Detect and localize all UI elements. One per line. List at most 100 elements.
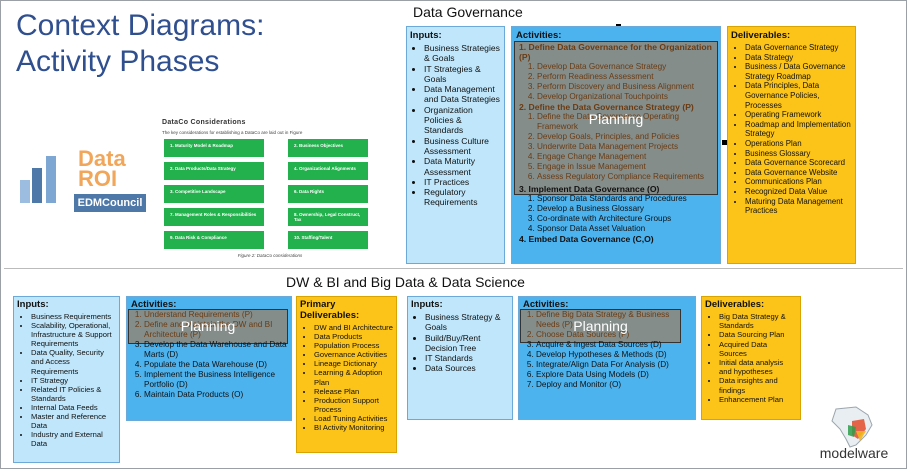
dwbi-section-title: DW & BI and Big Data & Data Science — [286, 274, 525, 290]
list-item: Understand Requirements (P) — [144, 310, 288, 320]
list-item: Business Strategies & Goals — [424, 43, 501, 64]
list-item: Underwrite Data Management Projects — [537, 142, 719, 152]
bigdata-planning-overlay — [520, 309, 681, 343]
list-item: Engage in Issue Management — [537, 162, 719, 172]
list-item: Operations Plan — [745, 139, 852, 149]
list-item: Sponsor Data Asset Valuation — [537, 224, 719, 234]
dataco-document-image: DataCo Considerations The key considerat… — [158, 117, 382, 262]
list-item: Assess Regulatory Compliance Requirement… — [537, 172, 719, 182]
dwbi-deliverables-panel: Primary Deliverables: DW and BI Architec… — [296, 296, 397, 453]
dwbi-activities-list: Understand Requirements (P) Define and M… — [130, 310, 288, 400]
list-item: Perform Readiness Assessment — [537, 72, 719, 82]
bigdata-activities-title: Activities: — [523, 299, 569, 310]
dataroi-logo: Data ROI EDMCouncil — [18, 148, 148, 228]
list-item: Learning & Adoption Plan — [314, 368, 393, 386]
dwbi-deliverables-list: DW and BI Architecture Data Products Pop… — [300, 323, 393, 432]
list-item: Develop a Business Glossary — [537, 204, 719, 214]
slide-title: Context Diagrams: Activity Phases — [16, 8, 326, 80]
list-item: Data Governance Scorecard — [745, 158, 852, 168]
list-item: Data Sources — [425, 363, 509, 373]
edm-council-badge: EDMCouncil — [74, 194, 146, 212]
africa-map-icon — [831, 406, 873, 448]
bigdata-activities-list: Define Big Data Strategy & Business Need… — [522, 310, 686, 390]
list-item: Choose Data Sources (P) — [536, 330, 686, 340]
dataroi-word-data: Data — [78, 146, 126, 171]
list-item: Define the Data Governance Operating Fra… — [537, 112, 719, 132]
list-item: Data Management and Data Strategies — [424, 84, 501, 105]
list-item: Population Process — [314, 341, 393, 350]
list-item: Big Data Strategy & Standards — [719, 312, 797, 330]
list-item: Define and Maintain the DW and BI Archit… — [144, 320, 288, 340]
list-item: Initial data analysis and hypotheses — [719, 358, 797, 376]
list-item: Recognized Data Value — [745, 187, 852, 197]
list-item: Deploy and Monitor (O) — [536, 380, 686, 390]
dataco-subtitle: The key considerations for establishing … — [162, 130, 303, 135]
dataco-cell: 10. Staffing/Talent — [288, 231, 368, 249]
list-item: Data Maturity Assessment — [424, 156, 501, 177]
title-line-2: Activity Phases — [16, 45, 220, 78]
governance-section-title: Data Governance — [413, 4, 523, 20]
bigdata-deliverables-list: Big Data Strategy & Standards Data Sourc… — [705, 312, 797, 404]
list-item: Internal Data Feeds — [31, 403, 116, 412]
list-item: Data Principles, Data Governance Policie… — [745, 81, 852, 110]
governance-deliverables-panel: Deliverables: Data Governance Strategy D… — [727, 26, 856, 264]
list-item: Roadmap and Implementation Strategy — [745, 120, 852, 139]
list-item: Industry and External Data — [31, 430, 116, 448]
list-item: Build/Buy/Rent Decision Tree — [425, 333, 509, 354]
governance-inputs-panel: Inputs: Business Strategies & Goals IT S… — [406, 26, 505, 264]
list-item: Develop the Data Warehouse and Data Mart… — [144, 340, 288, 360]
list-item: Develop Organizational Touchpoints — [537, 92, 719, 102]
bigdata-deliverables-title: Deliverables: — [705, 299, 765, 310]
list-item: Explore Data Using Models (D) — [536, 370, 686, 380]
governance-planning-overlay — [514, 41, 718, 195]
list-item: Master and Reference Data — [31, 412, 116, 430]
governance-phase-2-list: Define the Data Governance Operating Fra… — [515, 112, 719, 182]
dwbi-inputs-title: Inputs: — [17, 299, 49, 310]
governance-phase-2: 2. Define the Data Governance Strategy (… — [519, 102, 694, 112]
list-item: Load Tuning Activities — [314, 414, 393, 423]
list-item: Data insights and findings — [719, 376, 797, 394]
dataco-cell: 8. Ownership, Legal Construct, Tax — [288, 208, 368, 226]
list-item: Develop Hypotheses & Methods (D) — [536, 350, 686, 360]
chart-bars-icon — [20, 156, 56, 203]
modelware-logo: modelware — [808, 405, 900, 465]
list-item: Acquired Data Sources — [719, 340, 797, 358]
bigdata-inputs-list: Business Strategy & Goals Build/Buy/Rent… — [411, 312, 509, 374]
list-item: Related IT Policies & Standards — [31, 385, 116, 403]
list-item: Business / Data Governance Strategy Road… — [745, 62, 852, 81]
dataco-left-column: 1. Maturity Model & Roadmap 2. Data Prod… — [164, 139, 264, 249]
governance-phase-1: 1. Define Data Governance for the Organi… — [519, 42, 712, 62]
dataco-cell: 7. Management Roles & Responsibilities — [164, 208, 264, 226]
list-item: Data Strategy — [745, 53, 852, 63]
list-item: Develop Goals, Principles, and Policies — [537, 132, 719, 142]
governance-phase-1-list: Develop Data Governance Strategy Perform… — [515, 62, 719, 102]
list-item: Populate the Data Warehouse (D) — [144, 360, 288, 370]
list-item: Data Products — [314, 332, 393, 341]
bigdata-planning-label: Planning — [573, 318, 628, 334]
dwbi-deliverables-title: Primary Deliverables: — [300, 299, 360, 321]
right-marker — [722, 140, 727, 145]
dataco-heading: DataCo Considerations — [162, 119, 246, 126]
list-item: IT Strategy — [31, 376, 116, 385]
list-item: Maintain Data Products (O) — [144, 390, 288, 400]
bigdata-inputs-title: Inputs: — [411, 299, 443, 310]
governance-inputs-title: Inputs: — [410, 30, 442, 41]
list-item: Develop Data Governance Strategy — [537, 62, 719, 72]
list-item: Business Strategy & Goals — [425, 312, 509, 333]
list-item: Define Big Data Strategy & Business Need… — [536, 310, 686, 330]
dataco-cell: 2. Business Objectives — [288, 139, 368, 157]
dwbi-planning-label: Planning — [180, 318, 236, 334]
list-item: Business Requirements — [31, 312, 116, 321]
list-item: Implement the Business Intelligence Port… — [144, 370, 288, 390]
list-item: Lineage Dictionary — [314, 359, 393, 368]
list-item: Business Culture Assessment — [424, 136, 501, 157]
governance-phase-4: 4. Embed Data Governance (C,O) — [519, 234, 654, 244]
list-item: DW and BI Architecture — [314, 323, 393, 332]
governance-deliverables-list: Data Governance Strategy Data Strategy B… — [731, 43, 852, 216]
list-item: Integrate/Align Data For Analysis (D) — [536, 360, 686, 370]
dwbi-inputs-panel: Inputs: Business Requirements Scalabilit… — [13, 296, 120, 463]
governance-phase-3-list: Sponsor Data Standards and Procedures De… — [515, 194, 719, 234]
governance-planning-label: Planning — [588, 111, 644, 127]
dwbi-activities-title: Activities: — [131, 299, 177, 310]
governance-activities-content: 1. Define Data Governance for the Organi… — [515, 42, 719, 244]
